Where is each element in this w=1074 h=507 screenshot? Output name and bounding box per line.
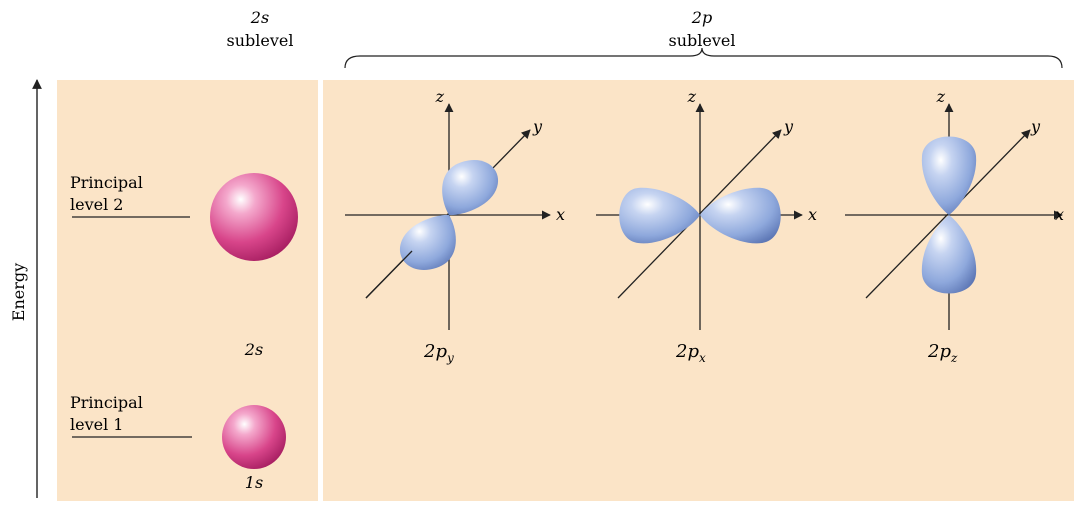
px-label: 2px [675,341,706,365]
pz-lobe-lower [921,215,977,294]
py-lobe-lower [399,214,456,270]
py-label: 2py [423,341,454,365]
py-lobe-upper [442,160,499,216]
pz-axis-x-label: x [1055,205,1064,224]
orbital-1s-sphere [222,405,286,469]
orbital-2s-sphere [210,173,298,261]
pz-axis-y-label: y [1030,117,1041,136]
py-axis-y-label: y [532,117,543,136]
level-2-label-line2: level 2 [70,195,123,214]
pz-lobe-upper [921,136,977,215]
pz-label: 2pz [927,341,958,365]
px-axis-z-label: z [687,87,697,106]
level-1-label-line2: level 1 [70,415,123,434]
level-2-label-line1: Principal [70,173,143,192]
px-lobe-right [700,187,781,244]
orbital-2pz-group: z y x 2pz [845,87,1064,365]
orbital-2s-label: 2s [244,340,263,359]
pz-axis-z-label: z [936,87,946,106]
orbital-2px-group: z y x 2px [596,87,817,365]
s-sublevel-word: sublevel [227,31,294,50]
p-sublevel-brace [344,47,1063,69]
energy-axis-label: Energy [9,263,28,321]
py-axis-y-front [365,250,413,299]
orbital-1s-label: 1s [245,473,263,492]
orbital-2py-group: z y x 2py [345,87,565,365]
px-lobe-left [619,187,700,244]
s-sublevel-symbol: 2s [250,8,269,27]
py-axis-z-label: z [435,87,445,106]
p-sublevel-word: sublevel [669,31,736,50]
px-axis-y [617,129,782,299]
px-axis-y-label: y [783,117,794,136]
px-axis-x-label: x [808,205,817,224]
p-sublevel-symbol: 2p [691,8,712,27]
level-1-label-line1: Principal [70,393,143,412]
py-axis-x-label: x [556,205,565,224]
